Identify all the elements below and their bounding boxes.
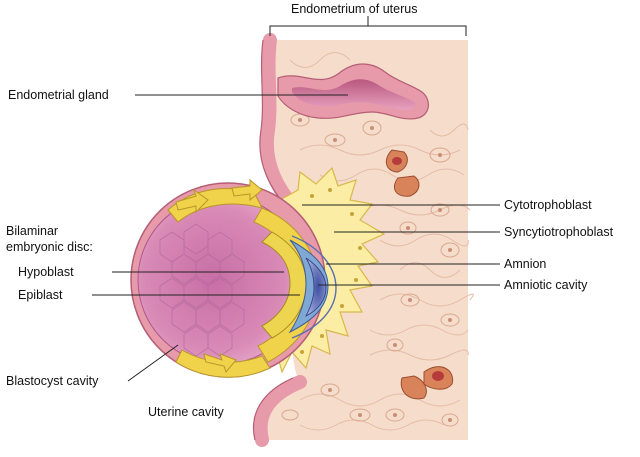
label-epiblast: Epiblast [18, 288, 63, 302]
label-endometrial-gland: Endometrial gland [8, 88, 109, 102]
label-syncytiotrophoblast: Syncytiotrophoblast [504, 225, 614, 239]
uterine-epithelium-lower [253, 375, 307, 447]
amniotic-cavity [305, 257, 327, 317]
label-blastocyst-cavity: Blastocyst cavity [6, 374, 99, 388]
blood-vessel-lower [400, 366, 454, 400]
label-hypoblast: Hypoblast [18, 265, 74, 279]
stroma-cells [281, 113, 460, 427]
label-bilaminar: Bilaminar [6, 224, 59, 238]
epiblast-layer [288, 239, 329, 334]
uterine-epithelium-upper-edge [259, 39, 286, 206]
blood-vessel-upper [385, 149, 420, 197]
label-amniotic-cavity: Amniotic cavity [504, 278, 588, 292]
leader-lines [92, 16, 500, 382]
label-uterine-cavity: Uterine cavity [148, 405, 224, 419]
blastocyst-cell-texture [159, 223, 245, 357]
label-cytotrophoblast: Cytotrophoblast [504, 198, 592, 212]
syncytio-nuclei [300, 188, 362, 354]
endometrial-gland-lumen [292, 79, 416, 110]
label-endometrium-of-uterus: Endometrium of uterus [291, 2, 418, 16]
label-amnion: Amnion [504, 257, 547, 271]
uterine-epithelium-lower-edge [252, 377, 294, 441]
migration-arrows [175, 178, 263, 374]
hypoblast-layer [261, 231, 307, 339]
amnion [291, 235, 337, 339]
label-embryonic-disc: embryonic disc: [6, 240, 93, 254]
stroma-nuclei [298, 118, 452, 422]
uterine-epithelium-upper [259, 33, 299, 212]
